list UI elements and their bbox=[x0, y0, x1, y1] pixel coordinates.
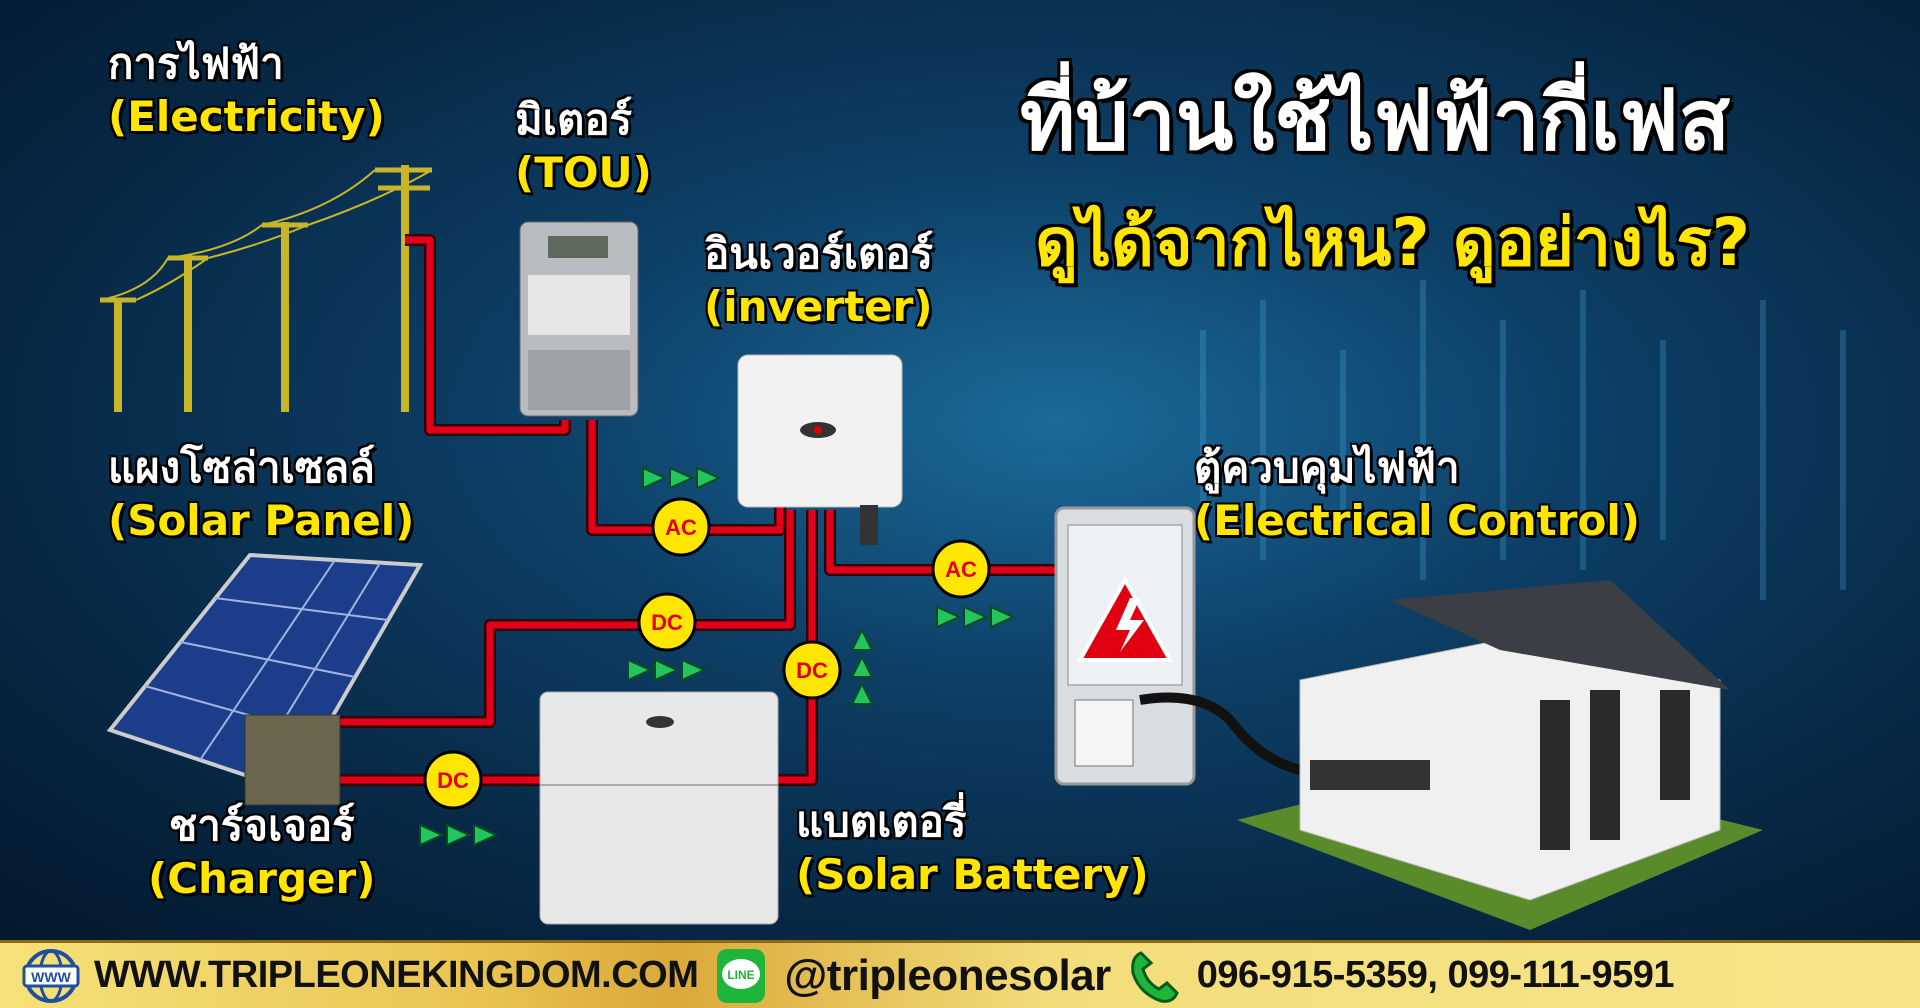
inverter-label: อินเวอร์เตอร์(inverter) bbox=[704, 228, 933, 333]
label-th: อินเวอร์เตอร์ bbox=[704, 229, 934, 278]
phone-numbers[interactable]: 096-915-5359, 099-111-9591 bbox=[1196, 954, 1675, 996]
title-line-1: ที่บ้านใช้ไฟฟ้ากี่เฟส bbox=[1020, 71, 1730, 169]
system-diagram: AC DC DC AC DC bbox=[99, 165, 1846, 930]
www-icon-text: WWW bbox=[31, 969, 71, 985]
solar-panel-label: แผงโซล่าเซลล์(Solar Panel) bbox=[108, 442, 414, 547]
arrow-group-charger-inverter bbox=[627, 658, 707, 682]
line-icon-text: LINE bbox=[728, 968, 755, 982]
label-en: (Solar Battery) bbox=[796, 849, 1149, 899]
battery-label: แบตเตอรี่(Solar Battery) bbox=[796, 796, 1149, 901]
battery-device bbox=[539, 691, 779, 925]
label-th: แผงโซล่าเซลล์ bbox=[108, 443, 375, 492]
label-en: (Solar Panel) bbox=[108, 495, 415, 545]
label-th: ชาร์จเจอร์ bbox=[168, 801, 355, 850]
label-th: การไฟฟ้า bbox=[108, 39, 284, 88]
arrow-group-battery-inverter bbox=[850, 627, 874, 705]
badge-label: AC bbox=[665, 515, 697, 540]
badge-label: AC bbox=[945, 557, 977, 582]
arrow-group-charger-battery bbox=[419, 823, 499, 847]
label-th: ตู้ควบคุมไฟฟ้า bbox=[1194, 443, 1460, 492]
badge-dc-charger-battery: DC bbox=[423, 750, 483, 810]
website-link[interactable]: WWW.TRIPLEONEKINGDOM.COM bbox=[94, 954, 699, 996]
inverter-device bbox=[737, 354, 903, 545]
label-th: แบตเตอรี่ bbox=[796, 797, 967, 846]
badge-label: DC bbox=[651, 610, 683, 635]
label-en: (Electricity) bbox=[108, 91, 385, 141]
arrow-group-inverter-control bbox=[936, 605, 1016, 629]
label-en: (TOU) bbox=[515, 147, 652, 197]
badge-ac-control: AC bbox=[931, 539, 991, 599]
electricity-label: การไฟฟ้า(Electricity) bbox=[108, 38, 385, 143]
label-en: (Electrical Control) bbox=[1194, 495, 1640, 545]
title-line-2: ดูได้จากไหน? ดูอย่างไร? bbox=[1035, 204, 1751, 281]
badge-dc-battery: DC bbox=[782, 640, 842, 700]
solar-panel-device bbox=[106, 552, 424, 806]
electrical-control-device bbox=[1054, 506, 1302, 786]
arrow-group-meter-inverter bbox=[642, 466, 722, 490]
meter-label: มิเตอร์(TOU) bbox=[515, 94, 652, 199]
badge-label: DC bbox=[437, 768, 469, 793]
badge-ac-meter: AC bbox=[651, 497, 711, 557]
globe-www-icon: WWW bbox=[22, 947, 80, 1005]
house-image bbox=[1237, 580, 1763, 930]
meter-device bbox=[519, 221, 639, 417]
label-en: (Charger) bbox=[148, 853, 376, 903]
flow-arrows bbox=[419, 466, 1016, 847]
badge-dc-charger: DC bbox=[637, 592, 697, 652]
footer-contact-bar: WWW WWW.TRIPLEONEKINGDOM.COM LINE @tripl… bbox=[0, 940, 1920, 1008]
badge-label: DC bbox=[796, 658, 828, 683]
charger-label: ชาร์จเจอร์(Charger) bbox=[148, 800, 375, 905]
line-id[interactable]: @tripleonesolar bbox=[784, 950, 1111, 1000]
line-app-icon: LINE bbox=[712, 947, 770, 1005]
phone-icon bbox=[1125, 947, 1183, 1005]
electrical-control-label: ตู้ควบคุมไฟฟ้า(Electrical Control) bbox=[1194, 442, 1640, 547]
label-en: (inverter) bbox=[704, 281, 933, 331]
label-th: มิเตอร์ bbox=[515, 95, 633, 144]
power-poles bbox=[99, 165, 433, 412]
